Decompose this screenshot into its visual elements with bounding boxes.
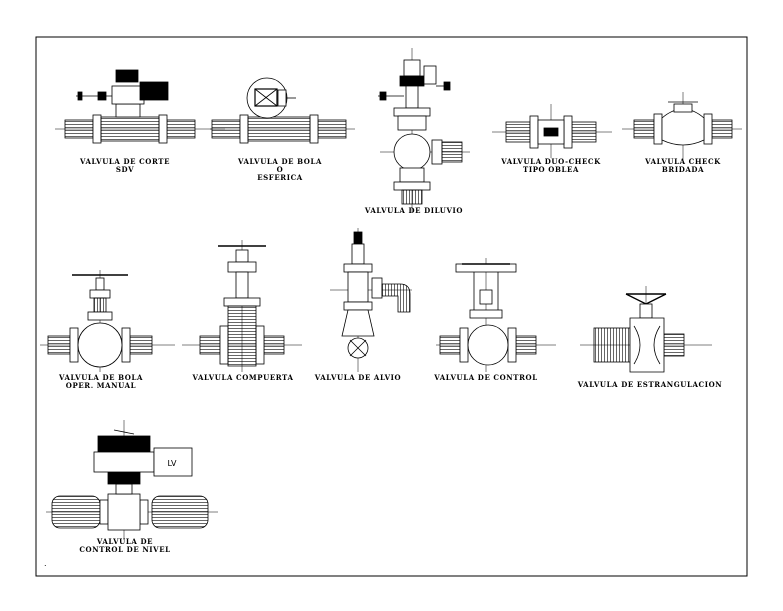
valve-estrangulacion-drawing xyxy=(580,286,712,373)
label-valvula-bola: VALVULA DE BOLA O ESFERICA xyxy=(238,158,322,182)
label-line: ESFERICA xyxy=(257,173,303,182)
label-line: VALVULA COMPUERTA xyxy=(192,373,294,382)
valve-nivel-drawing xyxy=(46,420,218,540)
valve-bola-manual-drawing xyxy=(40,270,175,372)
label-line: OPER. MANUAL xyxy=(65,381,137,390)
label-line: VALVULA DE ALVIO xyxy=(314,373,402,382)
label-line: VALVULA DE ESTRANGULACION xyxy=(577,380,723,389)
valve-check-drawing xyxy=(622,92,742,160)
label-line: VALVULA DE CORTE xyxy=(79,157,171,166)
label-line: VALVULA CHECK xyxy=(645,157,721,166)
label-line: TIPO OBLEA xyxy=(523,165,579,174)
valve-diluvio-drawing xyxy=(378,48,470,212)
label-line: VALVULA DE CONTROL xyxy=(434,373,538,382)
label-line: BRIDADA xyxy=(661,165,705,174)
label-valvula-sdv: VALVULA DE CORTE SDV xyxy=(80,158,170,174)
valve-control-drawing xyxy=(436,258,556,372)
label-valvula-diluvio: VALVULA DE DILUVIO xyxy=(365,207,463,215)
valve-compuerta-drawing xyxy=(182,240,302,372)
label-valvula-estrangulacion: VALVULA DE ESTRANGULACION xyxy=(578,381,723,389)
label-line: SDV xyxy=(115,165,135,174)
label-valvula-nivel: VALVULA DE CONTROL DE NIVEL xyxy=(79,538,170,554)
label-valvula-bola-manual: VALVULA DE BOLA OPER. MANUAL xyxy=(59,374,143,390)
label-line: CONTROL DE NIVEL xyxy=(79,545,171,554)
label-valvula-check: VALVULA CHECK BRIDADA xyxy=(645,158,721,174)
label-line: O xyxy=(276,165,284,174)
valve-bola-drawing xyxy=(210,77,355,144)
label-valvula-alivio: VALVULA DE ALVIO xyxy=(315,374,402,382)
label-valvula-duo-check: VALVULA DUO-CHECK TIPO OBLEA xyxy=(501,158,601,174)
sheet-border xyxy=(35,36,748,577)
valve-duo-check-drawing xyxy=(492,104,612,158)
label-valvula-compuerta: VALVULA COMPUERTA xyxy=(192,374,293,382)
valve-alivio-drawing xyxy=(330,228,412,372)
valve-sdv-drawing xyxy=(55,69,225,144)
label-valvula-control: VALVULA DE CONTROL xyxy=(434,374,538,382)
sheet-dot: . xyxy=(44,559,47,568)
label-line: VALVULA DE DILUVIO xyxy=(364,206,464,215)
label-line: VALVULA DUO-CHECK xyxy=(501,157,601,166)
label-line: VALVULA DE BOLA xyxy=(58,373,144,382)
lv-tag: LV xyxy=(167,459,177,468)
label-line: VALVULA DE xyxy=(96,537,154,546)
label-line: VALVULA DE BOLA xyxy=(237,157,323,166)
